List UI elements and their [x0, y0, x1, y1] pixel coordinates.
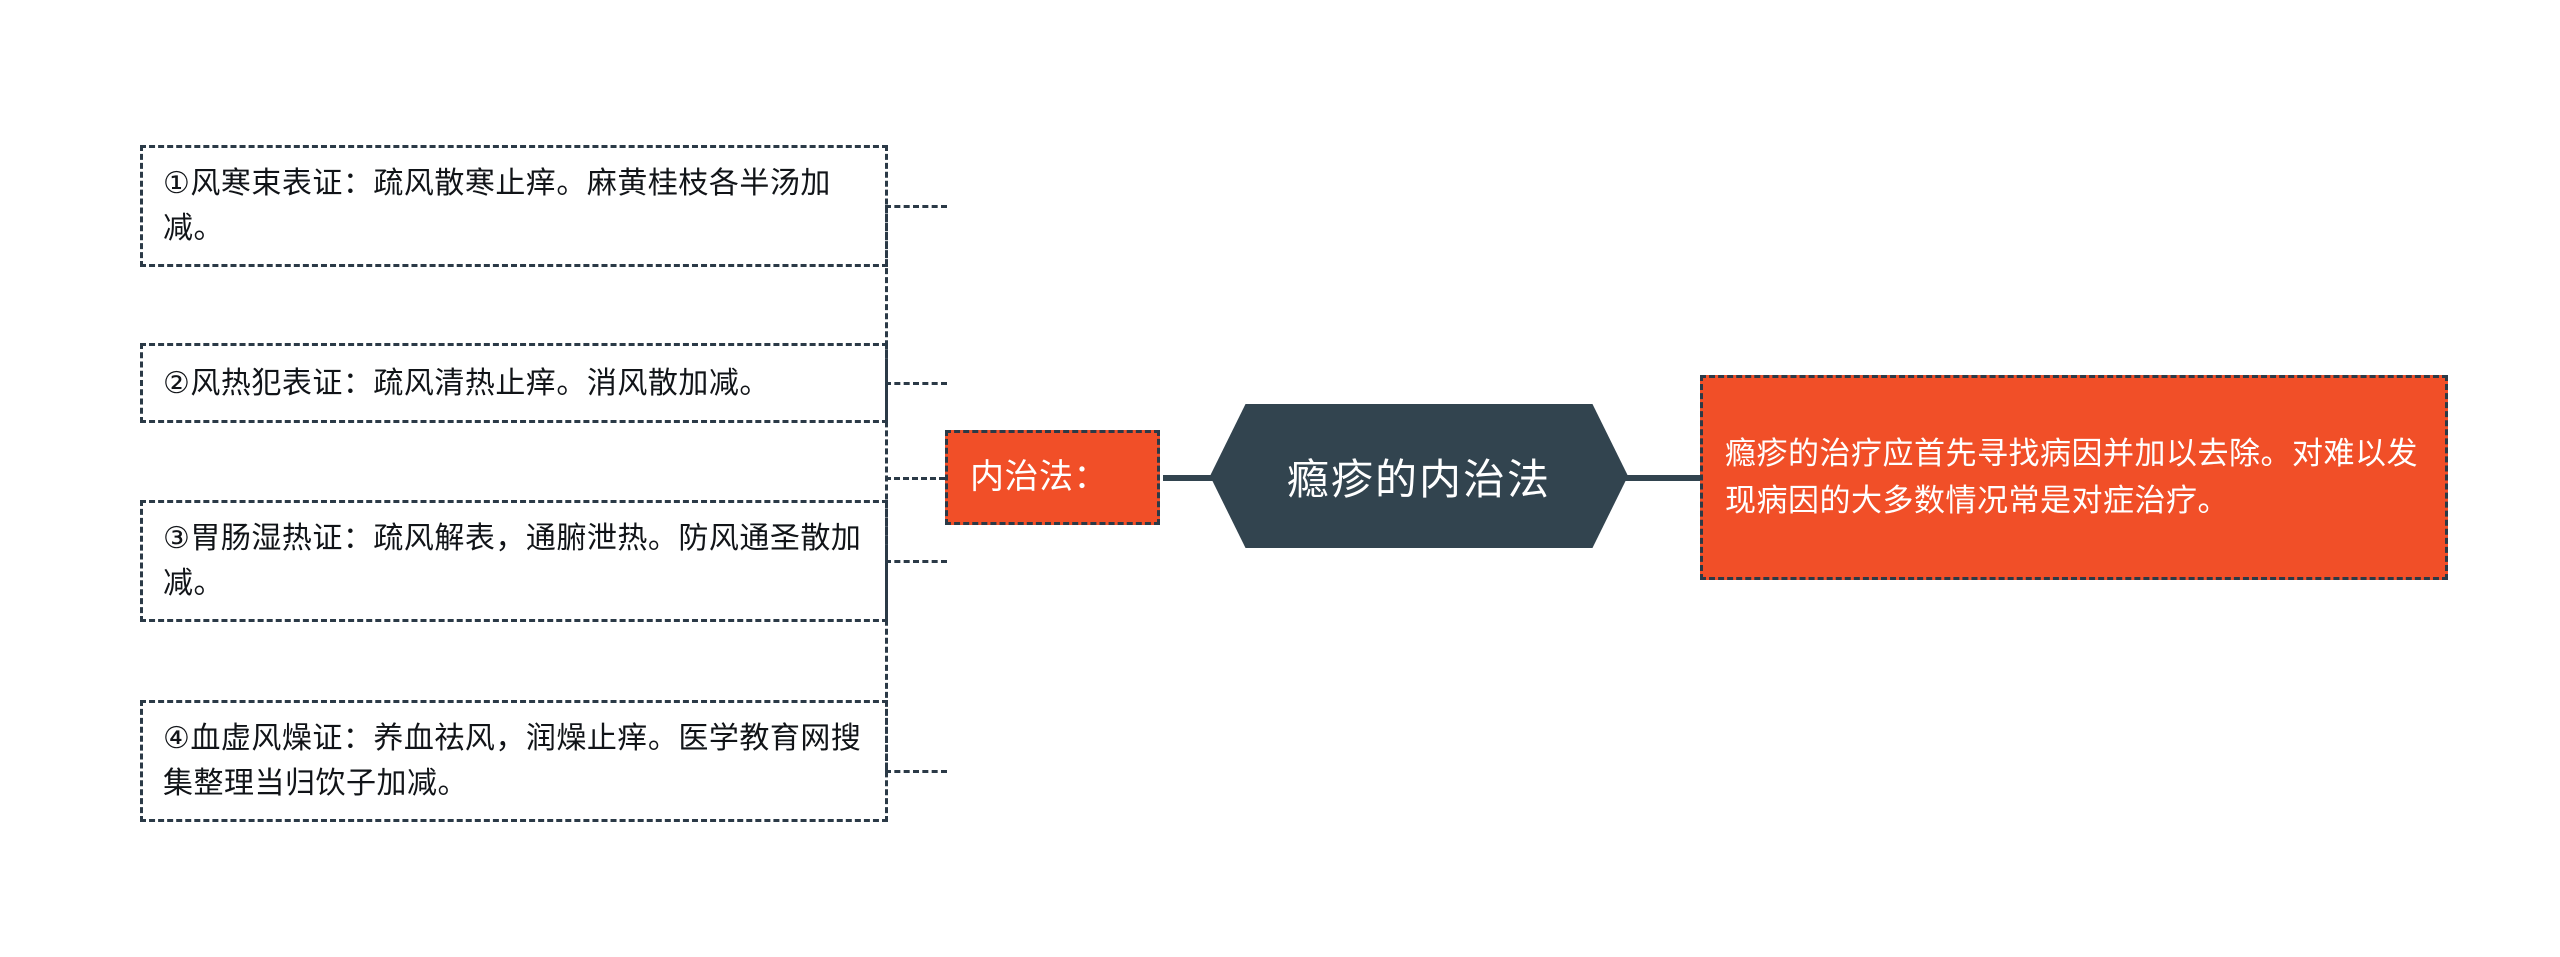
- note-label-4: ④血虚风燥证：养血祛风，润燥止痒。医学教育网搜集整理当归饮子加减。: [163, 721, 862, 801]
- node-treatment-principle[interactable]: 瘾疹的治疗应首先寻找病因并加以去除。对难以发现病因的大多数情况常是对症治疗。: [1700, 375, 2448, 580]
- note-label-3: ③胃肠湿热证：疏风解表，通腑泄热。防风通圣散加减。: [163, 521, 862, 601]
- note-box-2[interactable]: ②风热犯表证：疏风清热止痒。消风散加减。: [140, 343, 888, 423]
- node-center-title-label: 瘾疹的内治法: [1286, 454, 1551, 504]
- note-box-4[interactable]: ④血虚风燥证：养血祛风，润燥止痒。医学教育网搜集整理当归饮子加减。: [140, 700, 888, 822]
- note-label-1: ①风寒束表证：疏风散寒止痒。麻黄桂枝各半汤加减。: [163, 166, 831, 246]
- note-label-2: ②风热犯表证：疏风清热止痒。消风散加减。: [163, 365, 770, 401]
- connector-stub-note-4: [885, 770, 947, 773]
- connector-stub-to-left-node: [885, 477, 945, 480]
- connector-stub-note-2: [885, 382, 947, 385]
- node-center-title[interactable]: 瘾疹的内治法: [1210, 404, 1628, 548]
- connector-stub-note-3: [885, 560, 947, 563]
- node-treatment-principle-label: 瘾疹的治疗应首先寻找病因并加以去除。对难以发现病因的大多数情况常是对症治疗。: [1725, 436, 2418, 519]
- connector-left-to-center: [1163, 475, 1228, 481]
- note-box-3[interactable]: ③胃肠湿热证：疏风解表，通腑泄热。防风通圣散加减。: [140, 500, 888, 622]
- connector-trunk-dashed: [885, 205, 888, 770]
- connector-center-to-right: [1615, 475, 1703, 481]
- connector-stub-note-1: [885, 205, 947, 208]
- node-internal-treatment[interactable]: 内治法：: [945, 430, 1160, 525]
- node-internal-treatment-label: 内治法：: [970, 457, 1108, 497]
- note-box-1[interactable]: ①风寒束表证：疏风散寒止痒。麻黄桂枝各半汤加减。: [140, 145, 888, 267]
